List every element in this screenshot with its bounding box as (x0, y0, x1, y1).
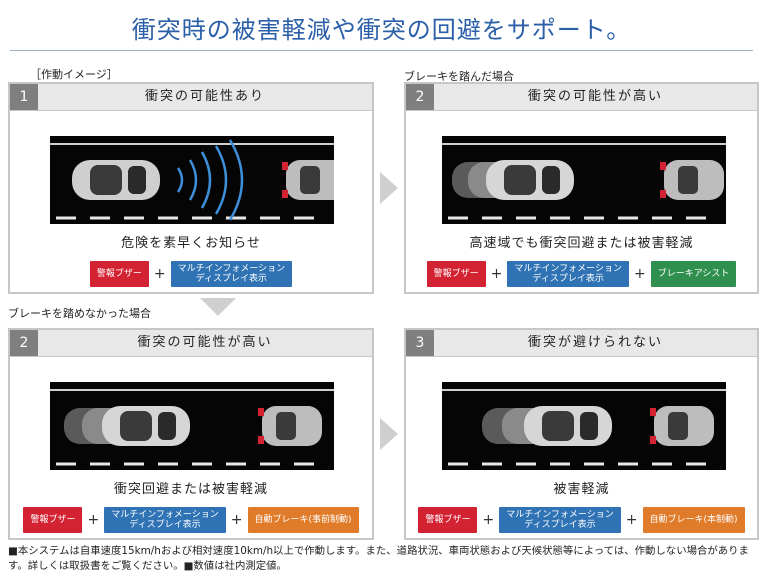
chip-row: 警報ブザー+マルチインフォメーションディスプレイ表示+自動ブレーキ(本制動) (406, 504, 757, 536)
scene-caption: 危険を素早くお知らせ (121, 236, 261, 251)
road-illustration (50, 382, 334, 470)
feature-chip: 自動ブレーキ(事前制動) (247, 507, 359, 533)
scene-caption: 被害軽減 (553, 482, 610, 497)
title-divider (10, 50, 753, 51)
road-scene (442, 382, 726, 470)
road-illustration (442, 382, 726, 470)
plus-icon: + (230, 512, 243, 528)
plus-icon: + (633, 266, 646, 282)
road-scene (50, 382, 334, 470)
panel-title: 衝突の可能性あり (144, 89, 265, 104)
feature-chip: 警報ブザー (418, 507, 478, 533)
feature-chip: 警報ブザー (89, 261, 149, 287)
feature-chip: マルチインフォメーションディスプレイ表示 (507, 261, 629, 287)
plus-icon: + (625, 512, 638, 528)
caption-operation-image: ［作動イメージ］ (30, 68, 118, 81)
caption-brake-not-pressed: ブレーキを踏めなかった場合 (8, 307, 151, 320)
plus-icon: + (153, 266, 166, 282)
front-car-icon (282, 160, 334, 200)
plus-icon: + (482, 512, 495, 528)
panel-step-2-brake-pressed: 2 衝突の可能性が高い (404, 82, 759, 294)
own-car-icon (72, 160, 160, 200)
step-number: 2 (10, 330, 38, 356)
step-number: 1 (10, 84, 38, 110)
panel-title: 衝突の可能性が高い (527, 89, 663, 104)
own-car-motion-icon (64, 406, 190, 446)
feature-chip: 警報ブザー (426, 261, 486, 287)
radar-waves-icon (176, 139, 244, 221)
feature-chip: マルチインフォメーションディスプレイ表示 (170, 261, 293, 287)
road-scene (442, 136, 726, 224)
panel-step-1: 1 衝突の可能性あり (8, 82, 374, 294)
front-car-icon (650, 406, 714, 446)
footnote: ■本システムは自車速度15km/hおよび相対速度10km/h以上で作動します。ま… (8, 545, 749, 572)
arrow-right-icon (380, 172, 398, 204)
panel-header: 2 衝突の可能性が高い (10, 330, 372, 357)
page-title: 衝突時の被害軽減や衝突の回避をサポート。 (131, 16, 632, 44)
plus-icon: + (87, 512, 100, 528)
panel-step-3: 3 衝突が避けられない (404, 328, 759, 540)
own-car-motion-icon (482, 406, 612, 446)
feature-chip: 警報ブザー (23, 507, 83, 533)
panel-header: 1 衝突の可能性あり (10, 84, 372, 111)
feature-chip: マルチインフォメーションディスプレイ表示 (104, 507, 226, 533)
panel-header: 2 衝突の可能性が高い (406, 84, 757, 111)
panel-title: 衝突が避けられない (527, 335, 663, 350)
road-illustration (50, 136, 334, 224)
step-number: 3 (406, 330, 434, 356)
own-car-motion-icon (452, 160, 574, 200)
panel-step-2-brake-not-pressed: 2 衝突の可能性が高い (8, 328, 374, 540)
step-number: 2 (406, 84, 434, 110)
feature-chip: 自動ブレーキ(本制動) (642, 507, 745, 533)
road-scene (50, 136, 334, 224)
scene-caption: 高速域でも衝突回避または被害軽減 (469, 236, 694, 251)
chip-row: 警報ブザー+マルチインフォメーションディスプレイ表示 (10, 258, 372, 290)
plus-icon: + (490, 266, 503, 282)
panel-title: 衝突の可能性が高い (137, 335, 273, 350)
front-car-icon (660, 160, 724, 200)
arrow-down-icon (200, 298, 236, 316)
road-illustration (442, 136, 726, 224)
scene-caption: 衝突回避または被害軽減 (113, 482, 268, 497)
chip-row: 警報ブザー+マルチインフォメーションディスプレイ表示+ブレーキアシスト (406, 258, 757, 290)
arrow-right-icon (380, 418, 398, 450)
caption-brake-pressed: ブレーキを踏んだ場合 (404, 70, 514, 83)
chip-row: 警報ブザー+マルチインフォメーションディスプレイ表示+自動ブレーキ(事前制動) (10, 504, 372, 536)
feature-chip: ブレーキアシスト (650, 261, 737, 287)
front-car-icon (258, 406, 322, 446)
panel-header: 3 衝突が避けられない (406, 330, 757, 357)
feature-chip: マルチインフォメーションディスプレイ表示 (499, 507, 621, 533)
